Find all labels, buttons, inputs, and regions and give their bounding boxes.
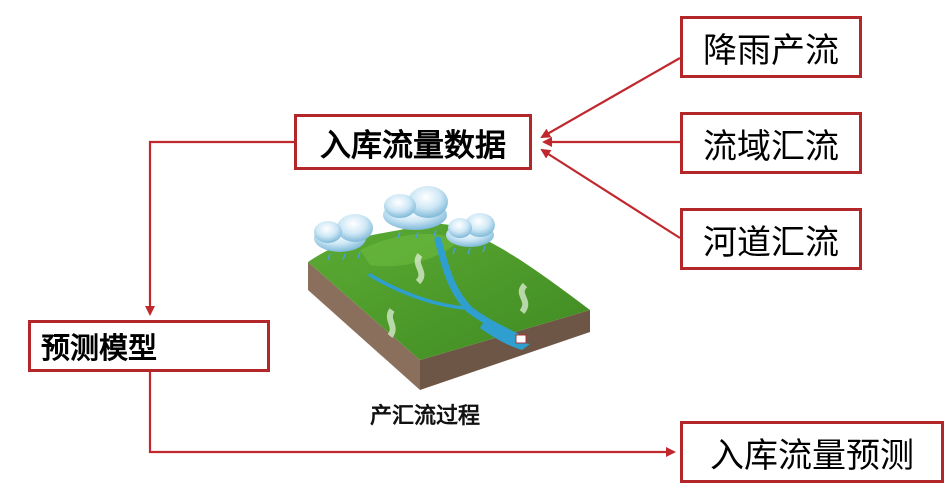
rain-drops: [327, 229, 486, 261]
soil-side-left: [308, 262, 420, 390]
box-river-confluence: 河道汇流: [680, 208, 862, 270]
box-river-confluence-label: 河道汇流: [703, 222, 839, 263]
runoff-swirl-3: [386, 308, 396, 338]
box-rain-runoff: 降雨产流: [680, 16, 862, 78]
gauge-station-icon: [515, 334, 527, 344]
arrow-inflow-to-model: [145, 140, 294, 316]
box-basin-confluence-label: 流域汇流: [703, 126, 839, 167]
box-forecast-model-label: 预测模型: [41, 331, 158, 365]
arrow-model-to-forecast: [148, 372, 676, 457]
box-basin-confluence: 流域汇流: [680, 112, 862, 174]
runoff-swirl-2: [518, 282, 529, 314]
box-rain-runoff-label: 降雨产流: [703, 30, 839, 71]
box-inflow-data: 入库流量数据: [294, 114, 532, 170]
box-inflow-forecast: 入库流量预测: [680, 421, 944, 483]
illustration-caption: 产汇流过程: [369, 404, 480, 429]
river-tributary: [368, 273, 467, 310]
runoff-terrain-illustration: [308, 186, 590, 390]
box-inflow-forecast-label: 入库流量预测: [710, 435, 914, 476]
cloud-icon-right: [446, 213, 495, 247]
cloud-icon-left: [314, 214, 373, 252]
arrow-rain-to-inflow: [540, 57, 681, 138]
soil-side-right: [420, 310, 590, 390]
box-inflow-data-label: 入库流量数据: [320, 127, 506, 164]
cloud-icon-center: [383, 186, 448, 230]
river: [434, 236, 526, 344]
runoff-swirl-1: [414, 253, 425, 285]
box-forecast-model: 预测模型: [28, 320, 270, 372]
arrow-river-to-inflow: [540, 148, 681, 239]
